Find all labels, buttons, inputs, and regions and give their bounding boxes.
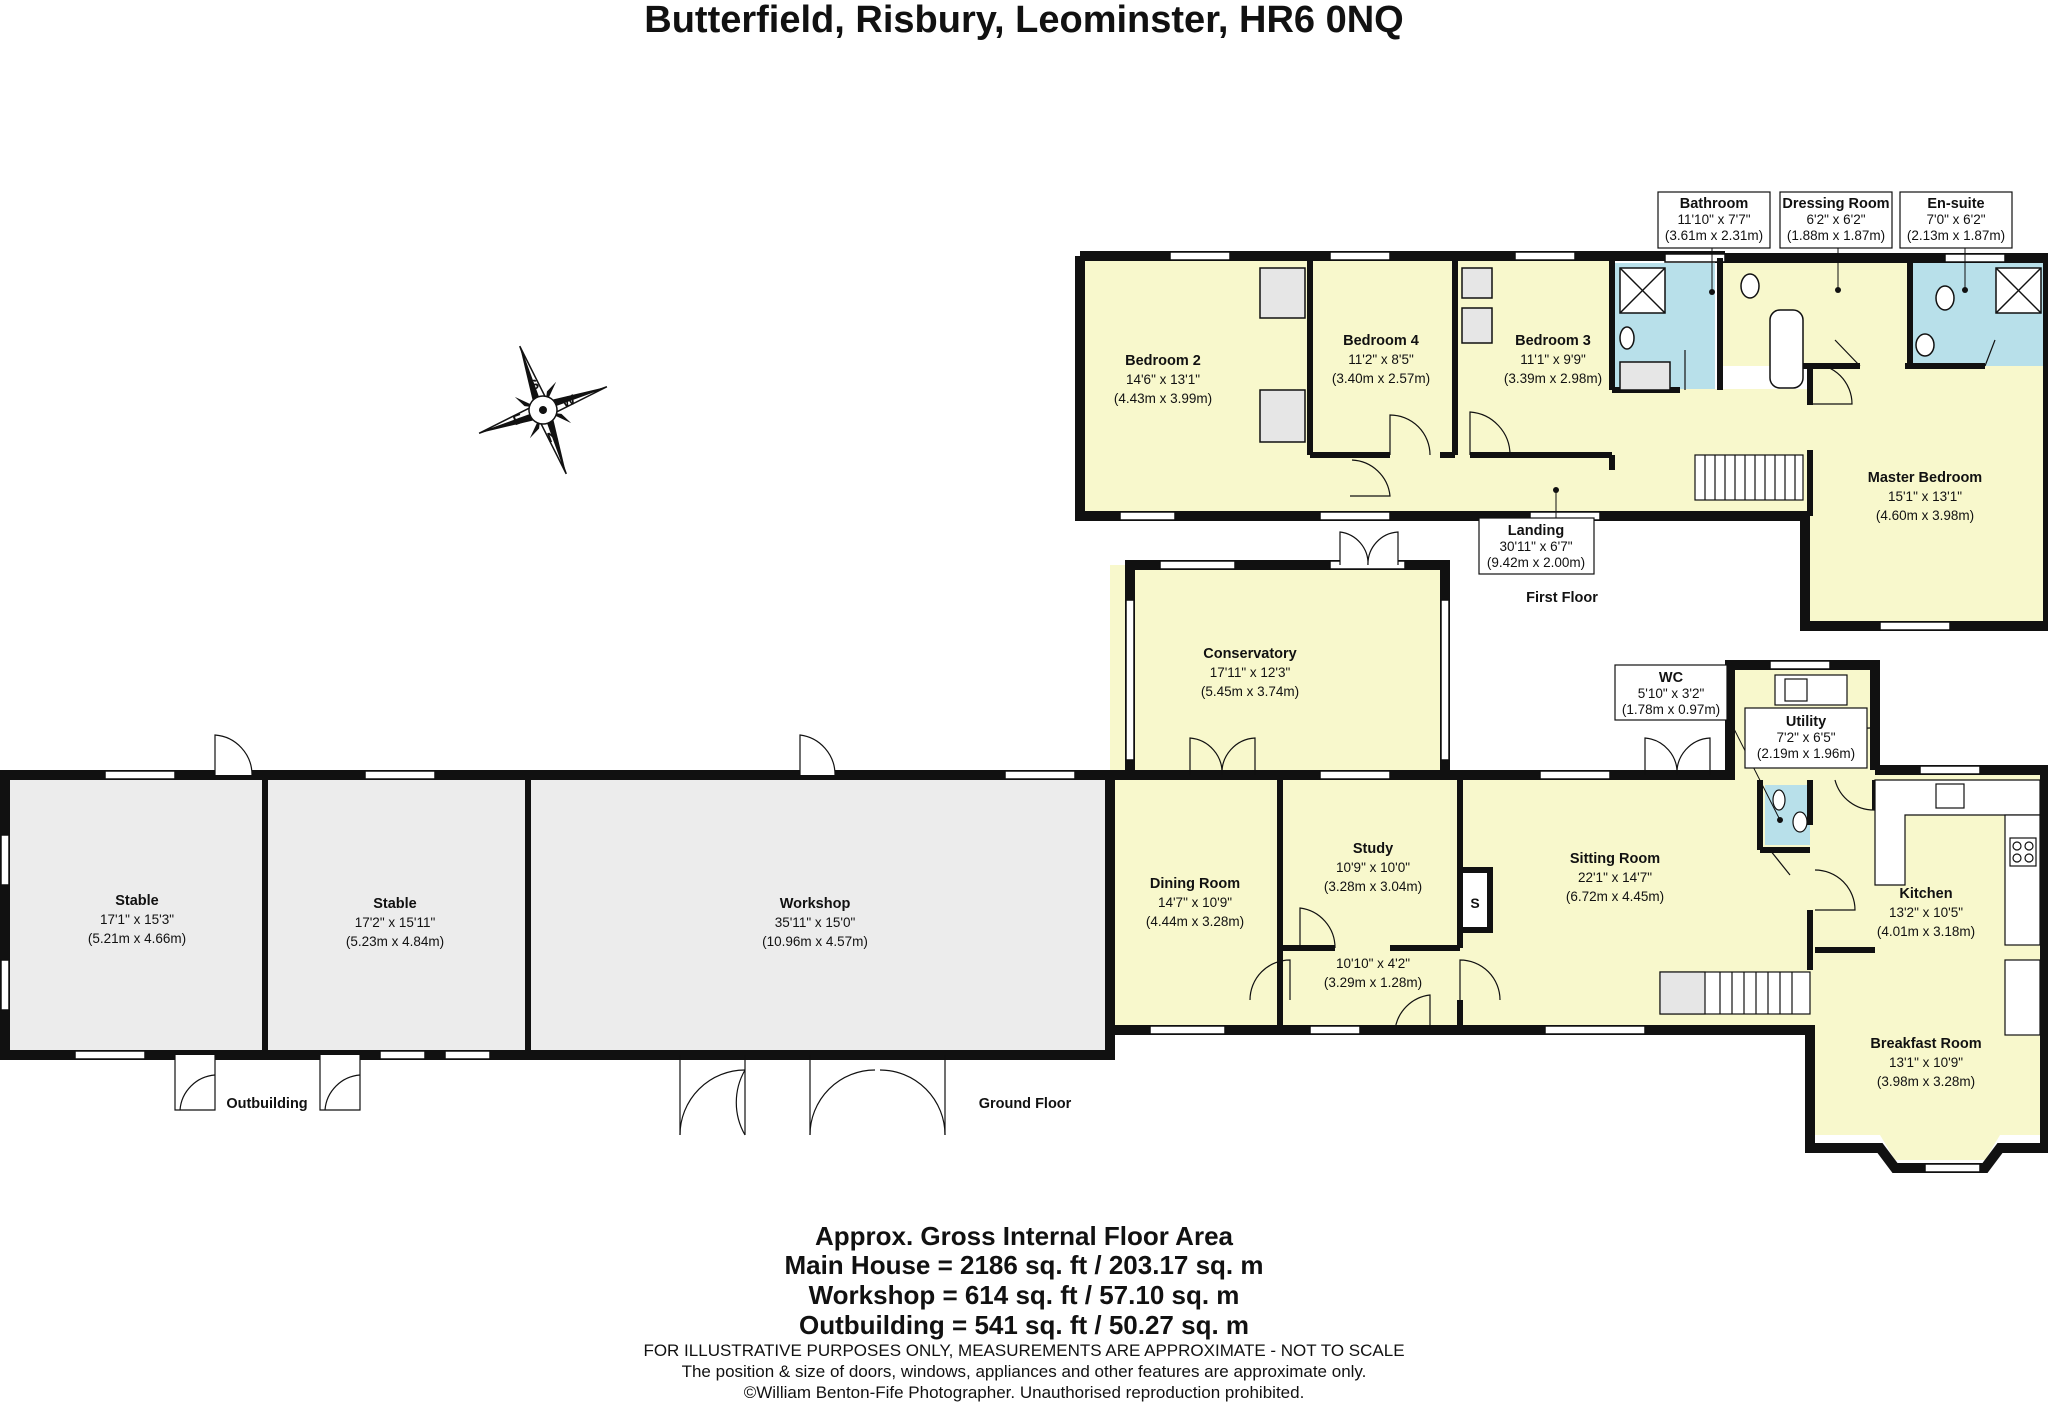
room-name: Sitting Room	[1570, 851, 1660, 867]
room-dimensions-imperial: 14'7" x 10'9"	[1158, 895, 1232, 910]
room-name: Bedroom 4	[1343, 333, 1419, 349]
room-dimensions-imperial: 5'10" x 3'2"	[1638, 686, 1705, 701]
room-dimensions-imperial: 17'1" x 15'3"	[100, 912, 174, 927]
room-name: Stable	[373, 896, 417, 912]
room-dimensions-metric: (3.61m x 2.31m)	[1665, 228, 1763, 243]
room-name: Workshop	[780, 896, 851, 912]
room-dining-room: Dining Room 14'7" x 10'9" (4.44m x 3.28m…	[1146, 876, 1244, 929]
room-name: Dining Room	[1150, 876, 1240, 892]
compass-rose: S W N E	[478, 345, 608, 475]
room-name: Bathroom	[1680, 196, 1748, 212]
room-dimensions-imperial: 17'11" x 12'3"	[1210, 665, 1291, 680]
room-name: Dressing Room	[1782, 196, 1889, 212]
outbuilding-label: Outbuilding	[226, 1096, 307, 1112]
room-hall: 10'10" x 4'2" (3.29m x 1.28m)	[1324, 956, 1422, 990]
room-dimensions-metric: (4.01m x 3.18m)	[1877, 924, 1975, 939]
first-floor-plan: Bedroom 2 14'6" x 13'1" (4.43m x 3.99m) …	[1075, 191, 2048, 631]
room-dimensions-metric: (2.19m x 1.96m)	[1757, 746, 1855, 761]
room-dimensions-metric: (3.98m x 3.28m)	[1877, 1074, 1975, 1089]
room-name: Study	[1353, 841, 1393, 857]
room-name: Bedroom 2	[1125, 353, 1201, 369]
compass-label-n: N	[545, 427, 560, 445]
room-bathroom: Bathroom 11'10" x 7'7" (3.61m x 2.31m)	[1657, 191, 1771, 295]
room-en-suite: En-suite 7'0" x 6'2" (2.13m x 1.87m)	[1899, 191, 2013, 293]
room-dimensions-imperial: 13'2" x 10'5"	[1889, 905, 1963, 920]
room-kitchen: Kitchen 13'2" x 10'5" (4.01m x 3.18m)	[1877, 886, 1975, 939]
floor-label-first: First Floor	[1526, 590, 1598, 606]
room-stable-1: Stable 17'1" x 15'3" (5.21m x 4.66m)	[88, 893, 186, 946]
area-workshop: Workshop = 614 sq. ft / 57.10 sq. m	[808, 1280, 1240, 1310]
room-dimensions-metric: (10.96m x 4.57m)	[762, 934, 868, 949]
room-utility: Utility 7'2" x 6'5" (2.19m x 1.96m)	[1744, 707, 1868, 769]
room-dimensions-imperial: 14'6" x 13'1"	[1126, 372, 1200, 387]
room-dimensions-imperial: 13'1" x 10'9"	[1889, 1055, 1963, 1070]
room-name: WC	[1659, 670, 1684, 686]
room-dimensions-imperial: 10'9" x 10'0"	[1336, 860, 1410, 875]
room-dimensions-metric: (5.21m x 4.66m)	[88, 931, 186, 946]
disclaimer-illustrative: FOR ILLUSTRATIVE PURPOSES ONLY, MEASUREM…	[643, 1341, 1405, 1360]
room-dimensions-metric: (2.13m x 1.87m)	[1907, 228, 2005, 243]
room-dimensions-imperial: 7'0" x 6'2"	[1926, 212, 1985, 227]
room-dimensions-metric: (1.88m x 1.87m)	[1787, 228, 1885, 243]
room-dimensions-imperial: 35'11" x 15'0"	[775, 915, 856, 930]
room-stable-2: Stable 17'2" x 15'11" (5.23m x 4.84m)	[346, 896, 444, 949]
room-name: Utility	[1786, 714, 1826, 730]
room-dimensions-imperial: 11'10" x 7'7"	[1677, 212, 1750, 227]
disclaimer-features: The position & size of doors, windows, a…	[681, 1362, 1367, 1381]
room-breakfast-room: Breakfast Room 13'1" x 10'9" (3.98m x 3.…	[1870, 1036, 1981, 1089]
room-dimensions-imperial: 7'2" x 6'5"	[1776, 730, 1835, 745]
room-landing: Landing 30'11" x 6'7" (9.42m x 2.00m)	[1478, 487, 1595, 575]
stove-label: S	[1470, 895, 1479, 911]
room-sitting-room: Sitting Room 22'1" x 14'7" (6.72m x 4.45…	[1566, 851, 1664, 904]
room-dimensions-metric: (5.45m x 3.74m)	[1201, 684, 1299, 699]
room-master-bedroom: Master Bedroom 15'1" x 13'1" (4.60m x 3.…	[1868, 470, 1982, 523]
page-title: Butterfield, Risbury, Leominster, HR6 0N…	[644, 0, 1404, 41]
room-dimensions-imperial: 22'1" x 14'7"	[1578, 870, 1652, 885]
area-main-house: Main House = 2186 sq. ft / 203.17 sq. m	[784, 1250, 1264, 1280]
room-dressing-room: Dressing Room 6'2" x 6'2" (1.88m x 1.87m…	[1779, 191, 1893, 293]
area-outbuilding: Outbuilding = 541 sq. ft / 50.27 sq. m	[798, 1310, 1250, 1340]
room-dimensions-metric: (1.78m x 0.97m)	[1622, 702, 1720, 717]
room-dimensions-imperial: 6'2" x 6'2"	[1806, 212, 1865, 227]
room-wc: WC 5'10" x 3'2" (1.78m x 0.97m)	[1614, 664, 1783, 823]
floor-label-ground: Ground Floor	[979, 1096, 1072, 1112]
room-dimensions-imperial: 10'10" x 4'2"	[1336, 956, 1410, 971]
room-dimensions-metric: (3.40m x 2.57m)	[1332, 371, 1430, 386]
room-dimensions-imperial: 30'11" x 6'7"	[1499, 539, 1572, 554]
ground-floor-outbuildings: Stable 17'1" x 15'3" (5.21m x 4.66m) Sta…	[0, 734, 1115, 1136]
room-dimensions-metric: (4.44m x 3.28m)	[1146, 914, 1244, 929]
room-name: Landing	[1508, 523, 1564, 539]
room-name: En-suite	[1927, 196, 1984, 212]
room-dimensions-imperial: 15'1" x 13'1"	[1888, 489, 1962, 504]
room-dimensions-metric: (4.60m x 3.98m)	[1876, 508, 1974, 523]
room-name: Kitchen	[1899, 886, 1952, 902]
ground-floor-main-house: S	[1105, 531, 2048, 1173]
area-title: Approx. Gross Internal Floor Area	[814, 1221, 1233, 1251]
room-dimensions-metric: (5.23m x 4.84m)	[346, 934, 444, 949]
floor-area-summary: Approx. Gross Internal Floor Area Main H…	[0, 1222, 2048, 1403]
room-bedroom-4: Bedroom 4 11'2" x 8'5" (3.40m x 2.57m)	[1332, 333, 1430, 386]
room-name: Master Bedroom	[1868, 470, 1982, 486]
room-dimensions-metric: (3.28m x 3.04m)	[1324, 879, 1422, 894]
room-dimensions-metric: (9.42m x 2.00m)	[1487, 555, 1585, 570]
copyright-notice: ©William Benton-Fife Photographer. Unaut…	[743, 1383, 1305, 1402]
room-workshop: Workshop 35'11" x 15'0" (10.96m x 4.57m)	[762, 896, 868, 949]
room-dimensions-metric: (3.39m x 2.98m)	[1504, 371, 1602, 386]
room-name: Bedroom 3	[1515, 333, 1591, 349]
room-dimensions-metric: (3.29m x 1.28m)	[1324, 975, 1422, 990]
room-conservatory: Conservatory 17'11" x 12'3" (5.45m x 3.7…	[1201, 646, 1299, 699]
room-name: Stable	[115, 893, 159, 909]
room-dimensions-imperial: 11'2" x 8'5"	[1348, 352, 1414, 367]
room-name: Conservatory	[1203, 646, 1296, 662]
room-dimensions-imperial: 17'2" x 15'11"	[355, 915, 436, 930]
room-study: Study 10'9" x 10'0" (3.28m x 3.04m)	[1324, 841, 1422, 894]
room-dimensions-metric: (6.72m x 4.45m)	[1566, 889, 1664, 904]
compass-label-w: W	[559, 391, 578, 411]
room-bedroom-3: Bedroom 3 11'1" x 9'9" (3.39m x 2.98m)	[1504, 333, 1602, 386]
room-bedroom-2: Bedroom 2 14'6" x 13'1" (4.43m x 3.99m)	[1114, 353, 1212, 406]
room-dimensions-metric: (4.43m x 3.99m)	[1114, 391, 1212, 406]
room-name: Breakfast Room	[1870, 1036, 1981, 1052]
room-dimensions-imperial: 11'1" x 9'9"	[1520, 352, 1586, 367]
